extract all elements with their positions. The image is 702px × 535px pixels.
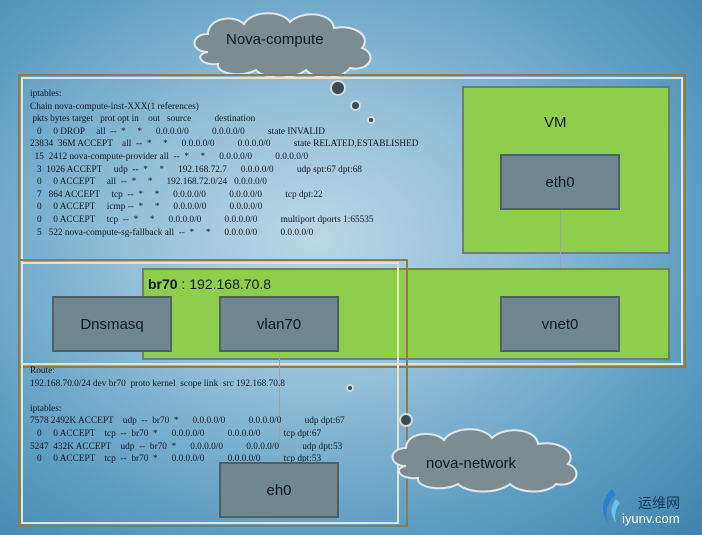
network-route-iptables-text: Route: 192.168.70.0/24 dev br70 proto ker… — [30, 365, 345, 466]
network-info-line: 7578 2492K ACCEPT udp -- br70 * 0.0.0.0/… — [30, 416, 345, 427]
compute-iptables-line: pkts bytes target prot opt in out source… — [30, 114, 256, 125]
thought-bubble-small — [367, 116, 375, 124]
nova-network-label: nova-network — [426, 455, 517, 472]
network-info-line — [30, 390, 345, 403]
network-info-line: 192.168.70.0/24 dev br70 proto kernel sc… — [30, 378, 285, 389]
network-info-line: 5247 432K ACCEPT udp -- br70 * 0.0.0.0/0… — [30, 441, 343, 452]
compute-iptables-line: 23834 36M ACCEPT all -- * * 0.0.0.0/0 0.… — [30, 139, 419, 150]
network-thought-bubble-small — [346, 384, 354, 392]
watermark-logo-icon — [598, 487, 624, 527]
network-info-line: 0 0 ACCEPT tcp -- br70 * 0.0.0.0/0 0.0.0… — [30, 428, 322, 439]
nova-compute-label: Nova-compute — [226, 31, 324, 48]
bridge-name: br70 — [148, 276, 178, 292]
compute-iptables-line: iptables: — [30, 89, 62, 99]
nova-network-cloud — [391, 428, 578, 493]
compute-iptables-line: 0 0 ACCEPT all -- * * 192.168.72.0/24 0.… — [30, 177, 267, 188]
compute-iptables-line: Chain nova-compute-inst-XXX(1 references… — [30, 101, 199, 112]
compute-node-frame — [18, 74, 686, 368]
vm-eth0-interface: eth0 — [500, 154, 620, 210]
compute-iptables-line: 0 0 ACCEPT tcp -- * * 0.0.0.0/0 0.0.0.0/… — [30, 214, 374, 225]
eth0-vnet0-link — [560, 210, 561, 296]
network-thought-bubble-large — [399, 413, 413, 427]
bridge-title: br70 : 192.168.70.8 — [148, 276, 271, 292]
compute-iptables-line: 3 1026 ACCEPT udp -- * * 192.168.72.7 0.… — [30, 164, 362, 175]
vnet0-interface: vnet0 — [500, 296, 620, 352]
compute-iptables-line: 0 0 DROP all -- * * 0.0.0.0/0 0.0.0.0/0 … — [30, 126, 325, 137]
eh0-interface: eh0 — [219, 462, 339, 518]
bridge-ip: : 192.168.70.8 — [177, 276, 271, 292]
network-info-line: Route: — [30, 366, 55, 376]
dnsmasq-box: Dnsmasq — [52, 296, 172, 352]
compute-iptables-line: 15 2412 nova-compute-provider all -- * *… — [30, 151, 309, 162]
network-info-line: 0 0 ACCEPT tcp -- br70 * 0.0.0.0/0 0.0.0… — [30, 454, 322, 465]
compute-iptables-line: 5 522 nova-compute-sg-fallback all -- * … — [30, 227, 314, 238]
thought-bubble-medium — [350, 100, 361, 111]
thought-bubble-large — [330, 80, 346, 96]
network-node-frame — [18, 259, 408, 527]
network-node-inner-frame — [21, 262, 399, 524]
vlan70-interface: vlan70 — [219, 296, 339, 352]
vlan70-eh0-link — [279, 352, 280, 462]
compute-iptables-line: 0 0 ACCEPT icmp -- * * 0.0.0.0/0 0.0.0.0… — [30, 202, 263, 213]
nova-compute-cloud — [193, 12, 372, 79]
compute-iptables-line: 7 864 ACCEPT tcp -- * * 0.0.0.0/0 0.0.0.… — [30, 189, 323, 200]
watermark-cn-text: 运维网 — [638, 496, 680, 512]
network-info-line: iptables: — [30, 403, 62, 414]
compute-iptables-text: iptables: Chain nova-compute-inst-XXX(1 r… — [30, 88, 419, 239]
compute-node-inner-frame — [21, 77, 683, 365]
watermark-url-text: iyunv.com — [622, 511, 680, 526]
vm-label: VM — [544, 114, 567, 131]
